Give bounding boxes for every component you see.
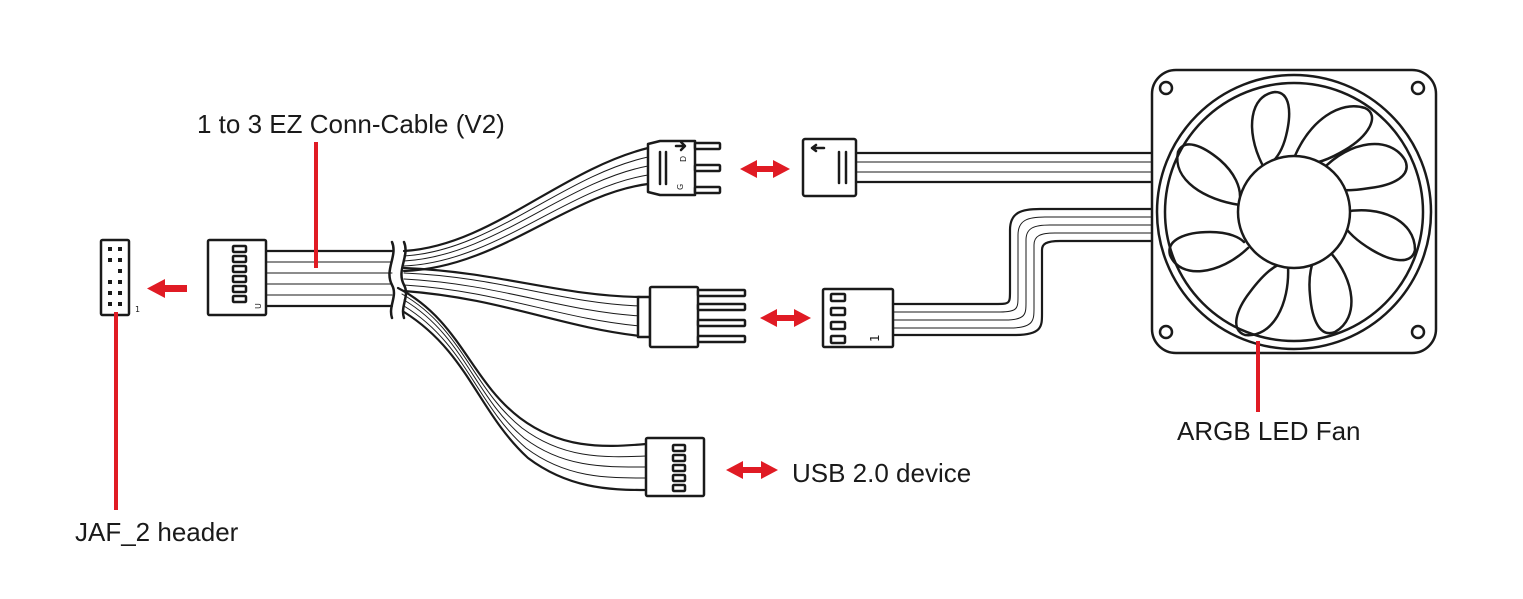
fan-argb-connector — [801, 137, 858, 198]
main-cable — [263, 240, 408, 320]
argb-double-arrow — [740, 160, 790, 178]
branch-argb-cable — [402, 146, 650, 273]
cable-6pin-connector: U — [206, 238, 268, 317]
fan-label: ARGB LED Fan — [1177, 416, 1361, 446]
fan-power-cable — [891, 207, 1154, 337]
usb-label: USB 2.0 device — [792, 458, 971, 488]
fan-4pin-connector: 1 — [821, 287, 895, 349]
argb-g-mark: G — [676, 184, 685, 190]
argb-3pin-plug: D G — [646, 139, 722, 197]
usb-double-arrow — [726, 461, 778, 479]
fan-double-arrow — [760, 309, 811, 327]
branch-fan-cable — [402, 266, 642, 338]
branch-usb-cable — [396, 286, 648, 492]
usb-5pin-connector — [644, 436, 706, 498]
cable-label: 1 to 3 EZ Conn-Cable (V2) — [197, 109, 505, 139]
fan-argb-cable — [854, 151, 1154, 184]
argb-d-mark: D — [679, 156, 688, 162]
argb-fan — [1150, 68, 1438, 355]
header-label: JAF_2 header — [75, 517, 239, 547]
header-pin1-mark: 1 — [135, 305, 140, 314]
fan-4pin-plug — [636, 285, 747, 349]
arrow-to-header — [147, 279, 187, 298]
fan-conn-1-mark: 1 — [868, 334, 882, 342]
connector-u-mark: U — [254, 303, 263, 309]
jaf2-header: 1 — [99, 238, 140, 317]
